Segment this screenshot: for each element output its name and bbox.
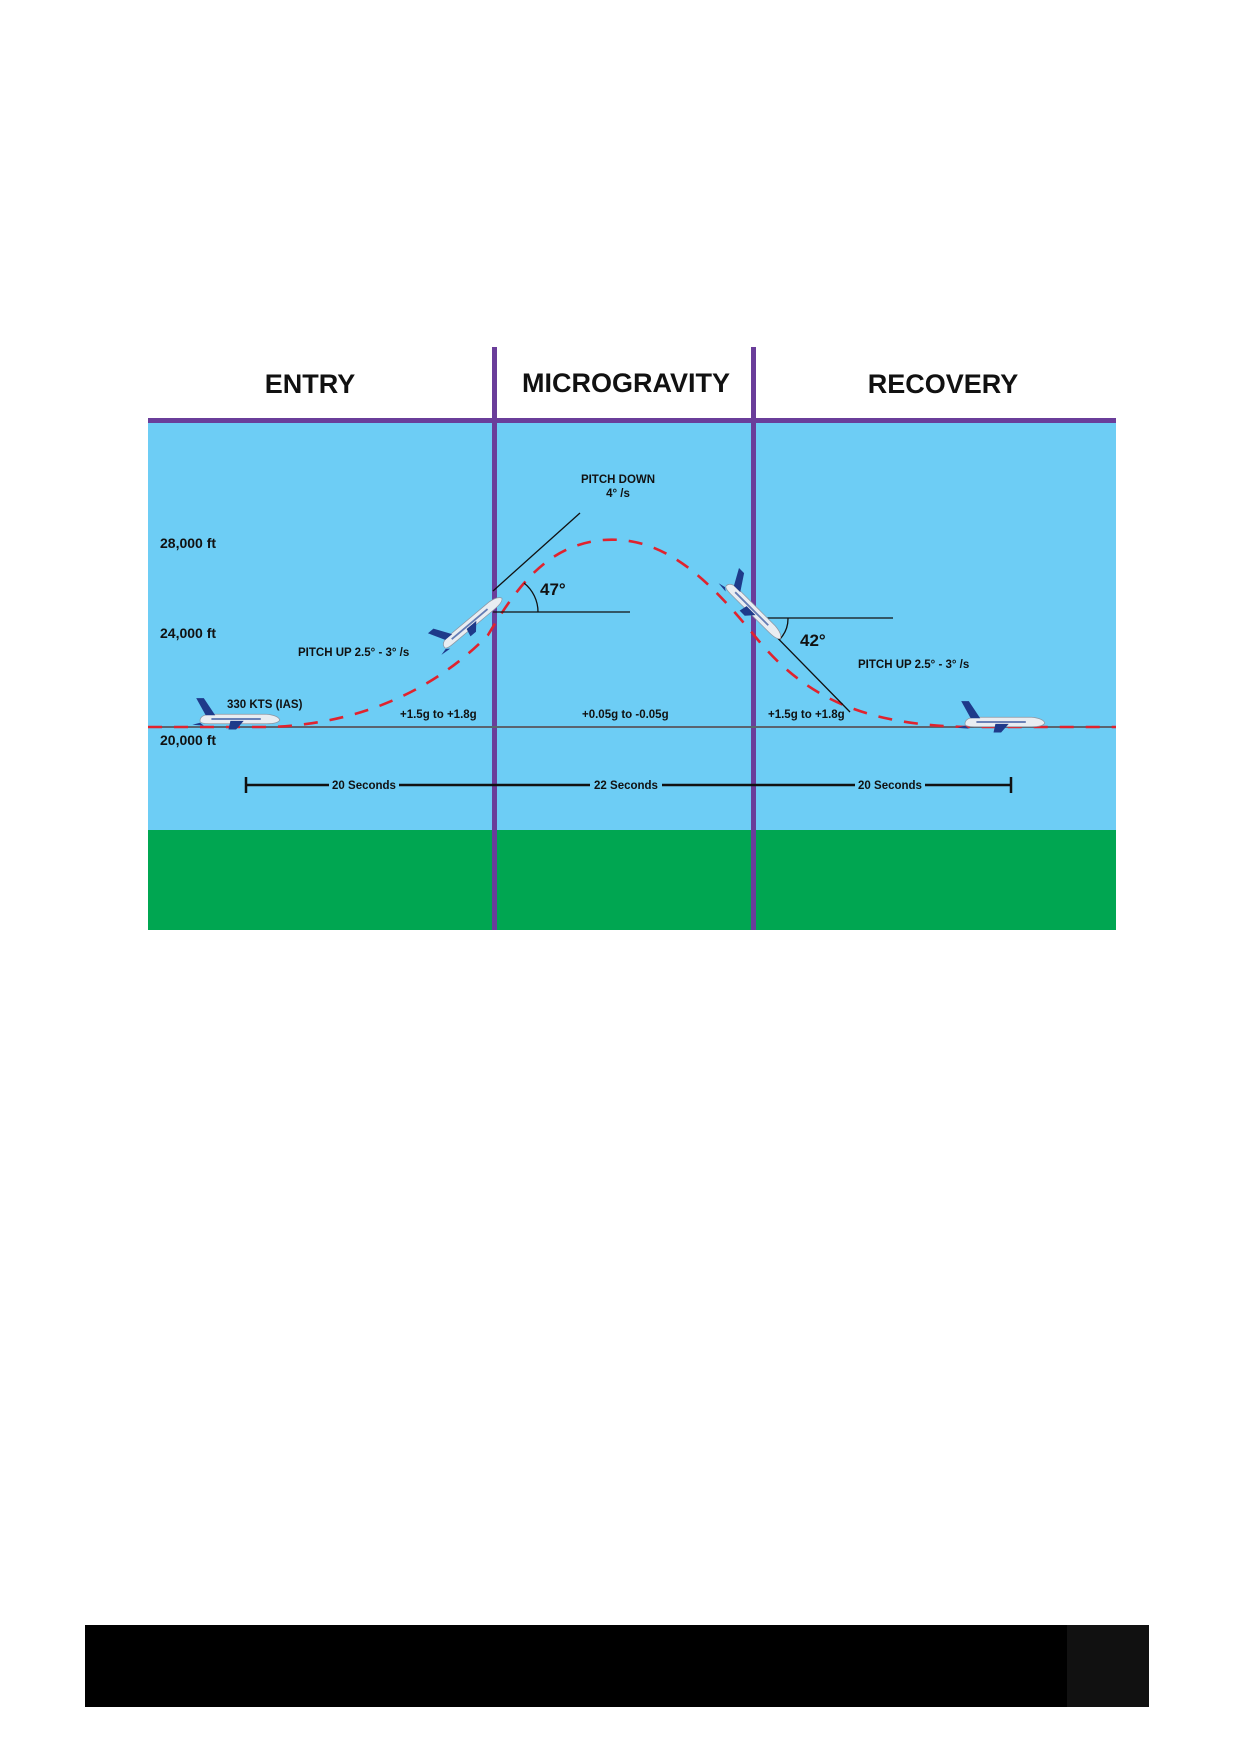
footer-page-box xyxy=(1067,1625,1149,1707)
duration-entry-label: 20 Seconds xyxy=(332,780,396,792)
parabolic-flight-diagram: ENTRY MICROGRAVITY RECOVERY 28,000 ft 24… xyxy=(148,347,1116,930)
altitude-label-24000: 24,000 ft xyxy=(160,625,216,641)
altitude-label-28000: 28,000 ft xyxy=(160,535,216,551)
phase-title-microgravity: MICROGRAVITY xyxy=(522,368,730,398)
phase-divider-right xyxy=(751,347,756,930)
g-load-recovery-label: +1.5g to +1.8g xyxy=(768,709,845,721)
phase-title-recovery: RECOVERY xyxy=(868,369,1019,399)
pitch-down-label: PITCH DOWN xyxy=(581,474,655,486)
pull-up-attitude-line xyxy=(492,512,581,592)
ground-area xyxy=(148,830,1116,930)
sky-area xyxy=(148,418,1116,830)
angle-label-47: 47° xyxy=(540,580,566,599)
pitch-down-rate: 4° /s xyxy=(606,488,630,500)
duration-recovery-label: 20 Seconds xyxy=(858,780,922,792)
pitch-up-entry-label: PITCH UP 2.5° - 3° /s xyxy=(298,647,409,659)
angle-arc-47 xyxy=(523,582,539,613)
phase-title-entry: ENTRY xyxy=(265,369,356,399)
duration-microgravity-label: 22 Seconds xyxy=(594,780,658,792)
phase-divider-left xyxy=(492,347,497,930)
altitude-label-20000: 20,000 ft xyxy=(160,732,216,748)
header-divider xyxy=(148,418,1116,423)
angle-label-42: 42° xyxy=(800,631,826,650)
g-load-entry-label: +1.5g to +1.8g xyxy=(400,709,477,721)
g-load-microgravity-label: +0.05g to -0.05g xyxy=(582,709,669,721)
airspeed-label: 330 KTS (IAS) xyxy=(227,699,303,711)
footer-bar xyxy=(85,1625,1149,1707)
pitch-up-recovery-label: PITCH UP 2.5° - 3° /s xyxy=(858,659,969,671)
flight-trajectory xyxy=(148,538,1116,729)
